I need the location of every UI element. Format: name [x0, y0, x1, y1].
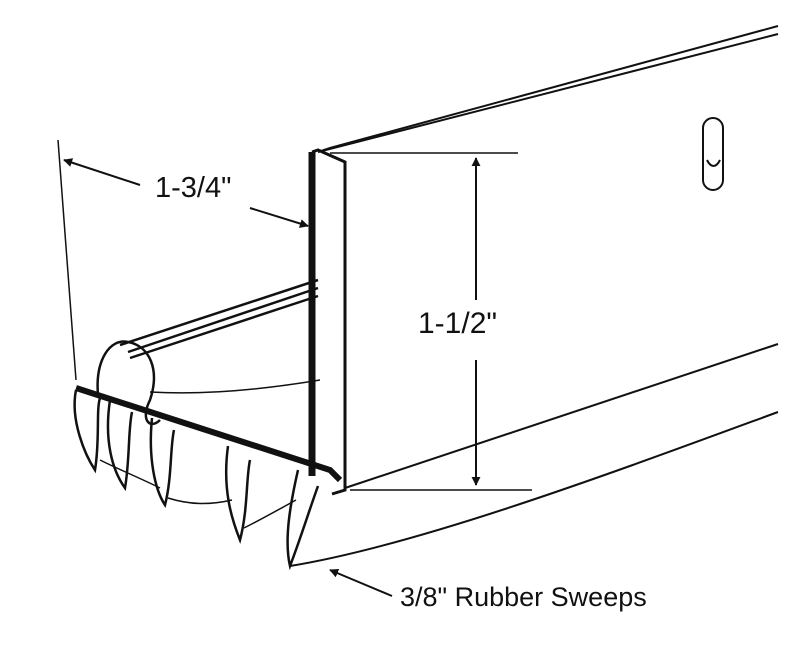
width-extension-line	[57, 139, 77, 381]
sweep-curl	[96, 340, 161, 426]
height-dimension-label: 1-1/2"	[418, 307, 498, 340]
sweep-flap-3	[149, 417, 176, 509]
aluminum-strip	[289, 25, 779, 567]
sweep-flap-5	[286, 469, 320, 571]
channel-rear-top	[119, 278, 319, 347]
strip-bottom-edge	[344, 343, 779, 489]
width-arrow-right	[249, 207, 309, 228]
channel-floor	[149, 379, 321, 394]
strip-top-back-edge	[317, 25, 779, 153]
sweep-flap-2	[106, 399, 134, 492]
strip-lower-edge	[289, 411, 779, 567]
sweep-flap-4	[224, 445, 252, 544]
sweep-flap-1	[73, 389, 102, 474]
dimension-lines	[57, 139, 532, 597]
rubber-sweeps-label: 3/8" Rubber Sweeps	[400, 582, 647, 612]
strip-front-face	[317, 33, 779, 153]
base-front-edge	[75, 385, 343, 483]
strip-vertical-edge	[311, 148, 347, 496]
sweeps-arrow	[329, 568, 393, 597]
channel-rear-line	[127, 286, 319, 354]
mounting-slot-icon	[702, 117, 724, 191]
width-arrow-left	[63, 158, 141, 186]
width-dimension-label: 1-3/4"	[155, 172, 232, 204]
rubber-sweeps	[73, 278, 343, 571]
channel-rear-inner	[129, 294, 319, 360]
